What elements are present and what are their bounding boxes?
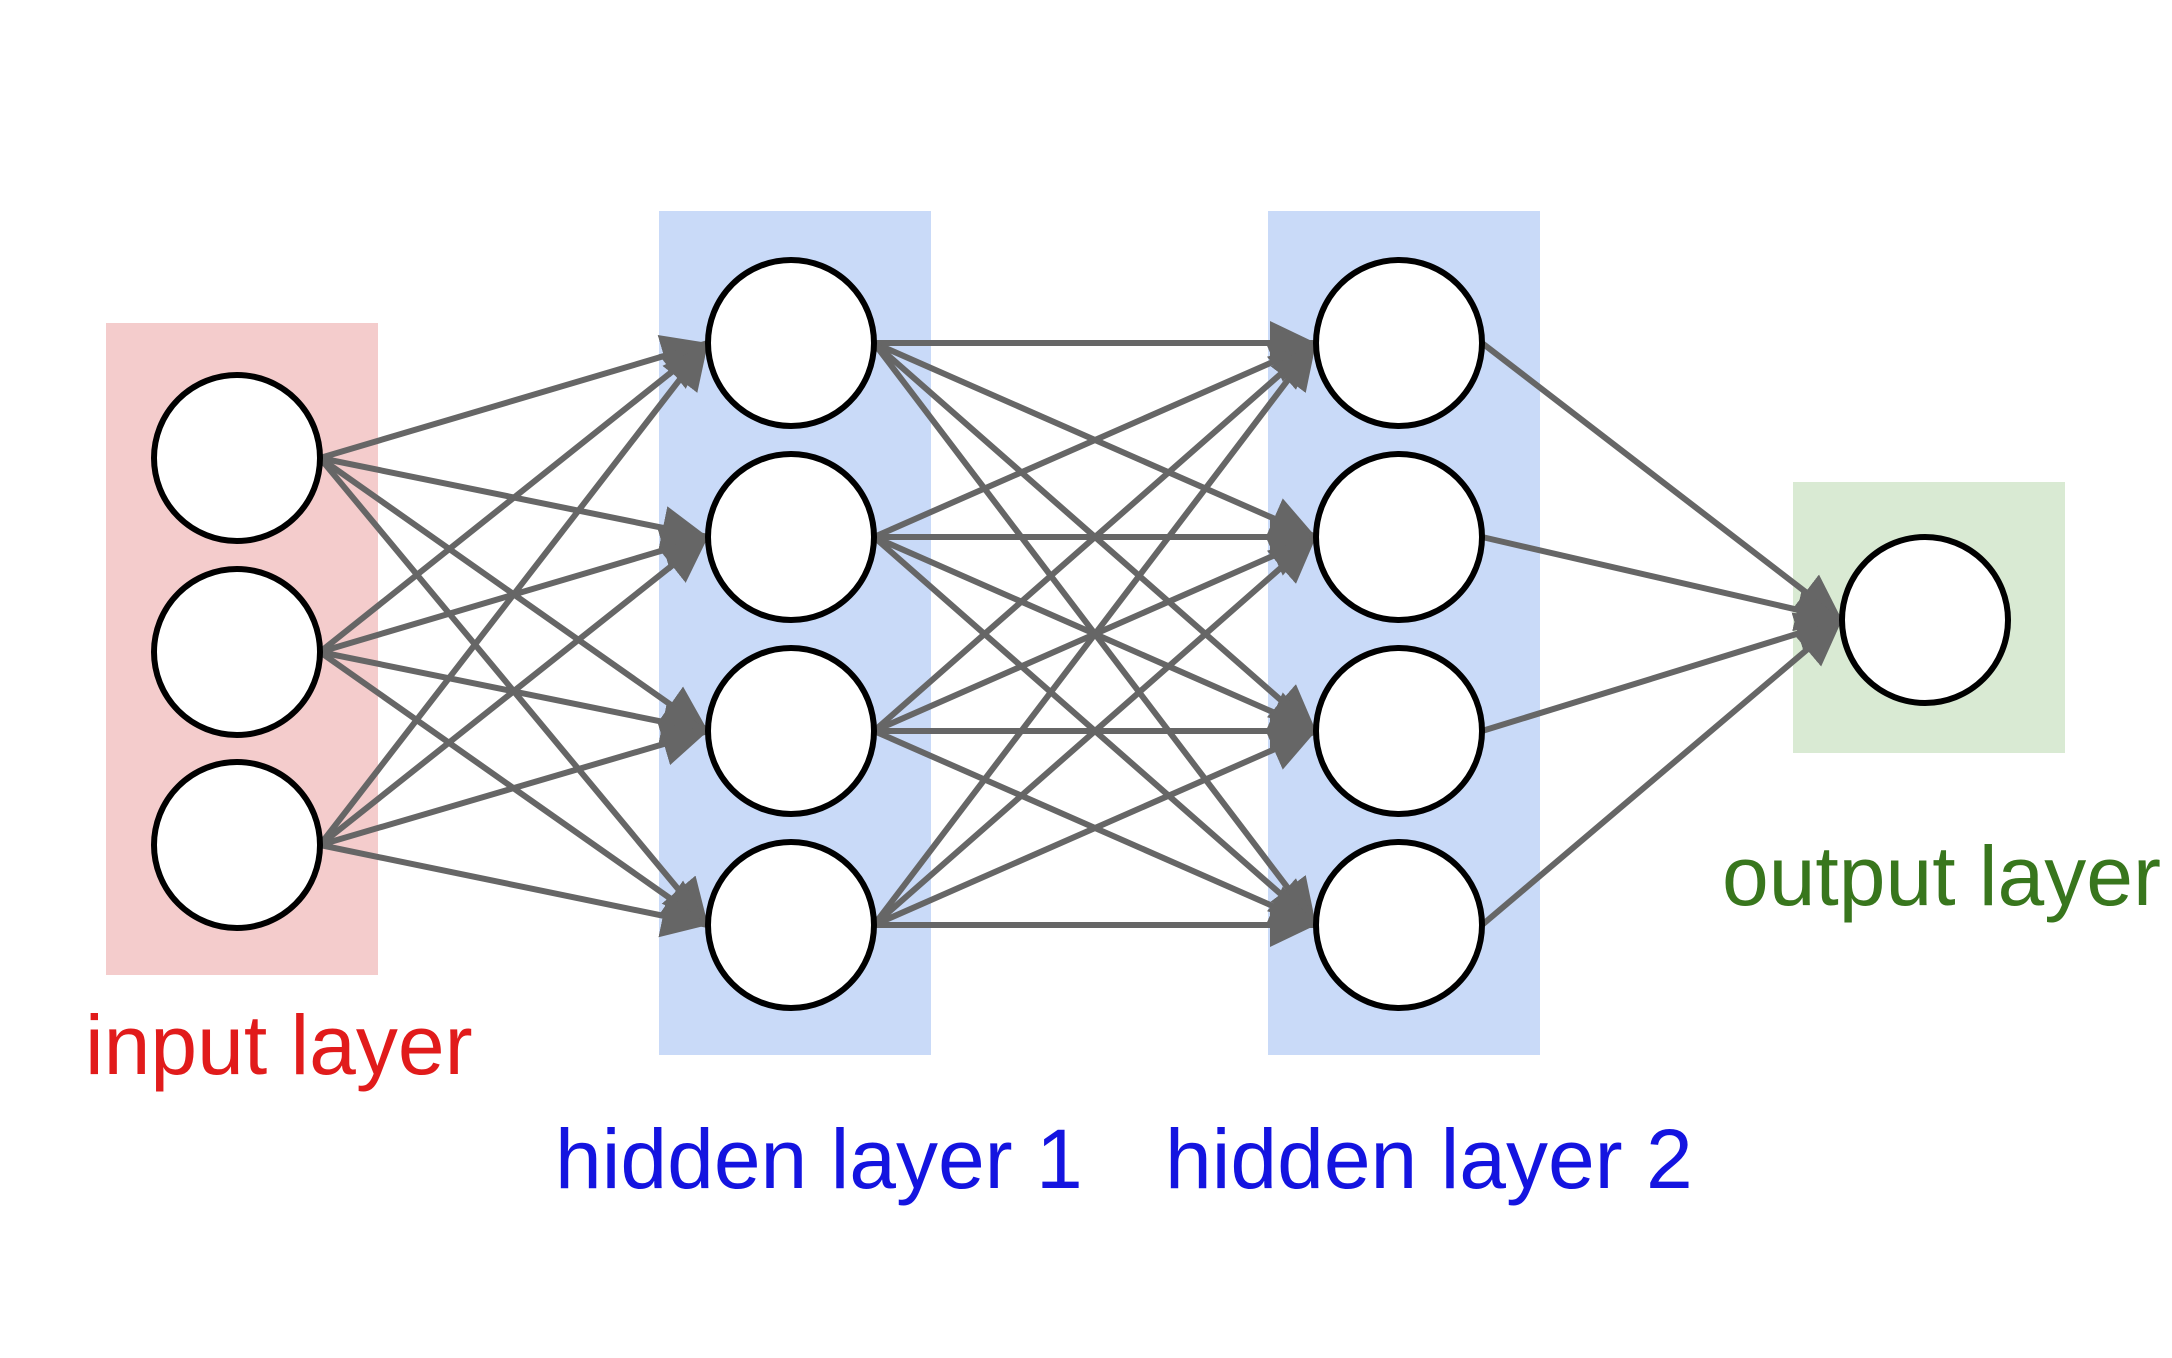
hidden1-neuron-4 <box>705 839 877 1011</box>
hidden-layer-2-label: hidden layer 2 <box>1165 1112 1693 1206</box>
connection-input-3-to-hidden1-1 <box>317 341 711 847</box>
output-neuron-1 <box>1839 534 2011 706</box>
layer-labels: input layer hidden layer 1 hidden layer … <box>85 829 2161 1206</box>
hidden2-neuron-1 <box>1313 257 1485 429</box>
connection-hidden1-4-to-hidden2-2 <box>872 534 1318 928</box>
connection-hidden2-1-to-output-1 <box>1480 340 1844 623</box>
hidden1-neuron-3 <box>705 645 877 817</box>
connection-input-1-to-hidden1-1 <box>319 334 709 461</box>
connection-hidden2-4-to-output-1 <box>1480 617 1844 928</box>
hidden-layer-1-label: hidden layer 1 <box>555 1112 1083 1206</box>
connections <box>317 321 1844 947</box>
input-neuron-2 <box>151 566 323 738</box>
hidden1-neuron-1 <box>705 257 877 429</box>
connection-hidden1-4-to-hidden2-3 <box>872 728 1318 928</box>
connection-input-2-to-hidden1-1 <box>318 340 710 655</box>
input-neuron-1 <box>151 372 323 544</box>
connection-input-3-to-hidden1-2 <box>318 534 710 848</box>
input-neuron-3 <box>151 759 323 931</box>
hidden2-neuron-2 <box>1313 451 1485 623</box>
input-layer-label: input layer <box>85 998 473 1092</box>
connection-input-3-to-hidden1-3 <box>319 722 709 848</box>
output-layer-label: output layer <box>1722 829 2161 923</box>
connection-input-3-to-hidden1-4 <box>319 842 709 938</box>
hidden2-neuron-3 <box>1313 645 1485 817</box>
connection-hidden1-4-to-hidden2-1 <box>871 341 1319 927</box>
hidden1-neuron-2 <box>705 451 877 623</box>
connection-hidden2-3-to-output-1 <box>1481 612 1843 734</box>
connection-hidden1-2-to-hidden2-1 <box>872 340 1318 540</box>
hidden2-neuron-4 <box>1313 839 1485 1011</box>
connection-hidden1-3-to-hidden2-1 <box>872 340 1318 734</box>
neurons <box>151 257 2011 1011</box>
connection-hidden2-2-to-output-1 <box>1481 534 1843 632</box>
